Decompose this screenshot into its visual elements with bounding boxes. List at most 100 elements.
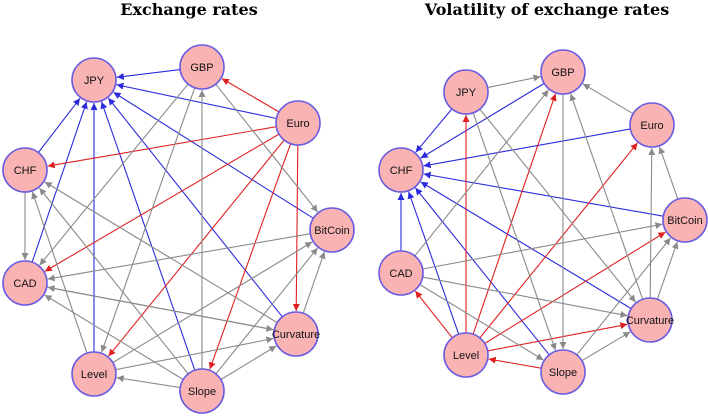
node-label: Euro [286,118,309,130]
node-gbp: GBP [540,49,586,95]
node-circle [179,44,225,90]
edge-slope-to-curvature [581,331,631,362]
node-bitcoin: BitCoin [309,207,355,253]
edge-slope-to-chf [414,187,550,356]
edge-curvature-to-gbp [569,93,644,300]
edge-level-to-bitcoin [112,241,313,364]
edge-level-to-curvature [115,336,274,371]
edge-slope-to-jpy [100,101,196,371]
edge-curvature-to-chf [420,181,632,310]
edge-chf-to-jpy [37,97,81,153]
node-label: JPY [456,87,477,99]
edge-level-to-bitcoin [484,231,666,344]
edge-slope-to-cad [44,294,184,380]
node-circle [71,351,117,397]
edge-slope-to-level [116,375,181,389]
node-chf: CHF [378,147,424,193]
edge-level-to-chf [31,191,88,354]
node-label: CAD [13,278,36,290]
edge-gbp-to-bitcoin [215,83,319,213]
edge-gbp-to-level [100,87,196,353]
edge-jpy-to-gbp [487,74,541,89]
node-circle [540,49,586,95]
edge-bitcoin-to-euro [658,146,679,200]
edge-cad-to-slope [419,284,544,361]
edge-slope-to-level [488,356,542,369]
node-bitcoin: BitCoin [662,197,708,243]
edge-layer [397,74,679,369]
edge-curvature-to-bitcoin [302,251,326,314]
edge-cad-to-bitcoin [422,222,663,270]
edge-jpy-to-slope [472,112,557,351]
node-circle [443,332,489,378]
node-label: Level [81,369,107,381]
edge-euro-to-cad [44,133,280,272]
node-jpy: JPY [71,57,117,103]
edge-euro-to-jpy [116,82,277,120]
node-circle [179,368,225,414]
node-label: Slope [188,386,216,398]
node-curvature: Curvature [626,297,674,343]
node-slope: Slope [540,349,586,395]
node-label: BitCoin [314,225,349,237]
edge-cad-to-curvature [422,276,628,318]
edge-euro-to-slope [208,143,292,370]
edge-gbp-to-cad [39,83,189,266]
edge-slope-to-bitcoin [215,247,319,375]
network-panel-exchange-rates: GBPJPYEuroCHFBitCoinCADCurvatureLevelSlo… [2,44,355,414]
edge-euro-to-level [108,139,285,357]
node-label: Curvature [626,315,674,327]
node-euro: Euro [629,102,675,148]
node-circle [378,250,424,296]
edge-bitcoin-to-jpy [113,91,314,219]
edge-bitcoin-to-cad [47,233,311,282]
node-label: Curvature [272,329,320,341]
node-jpy: JPY [443,69,489,115]
edge-level-to-chf [407,191,460,335]
node-cad: CAD [2,260,48,306]
node-level: Level [71,351,117,397]
node-circle [443,69,489,115]
node-circle [2,260,48,306]
edge-jpy-to-chf [415,108,453,153]
node-circle [309,207,355,253]
edge-gbp-to-jpy [116,69,181,80]
node-circle [71,57,117,103]
node-slope: Slope [179,368,225,414]
node-gbp: GBP [179,44,225,90]
node-label: GBP [551,67,574,79]
edge-euro-to-gbp [582,83,634,115]
edge-euro-to-chf [423,128,631,169]
edge-gbp-to-chf [420,82,545,159]
edge-level-to-curvature [487,322,628,352]
edge-level-to-gbp [472,93,557,335]
node-circle [662,197,708,243]
node-label: Slope [549,367,577,379]
edge-level-to-euro [479,142,638,339]
edge-euro-to-curvature [292,144,300,312]
edge-slope-to-bitcoin [576,237,672,356]
edge-curvature-to-chf [44,181,278,324]
node-circle [629,102,675,148]
node-label: Level [453,350,479,362]
panel-title-volatility: Volatility of exchange rates [424,0,669,19]
node-label: CHF [390,165,413,177]
edge-cad-to-curvature [46,286,274,332]
edge-bitcoin-to-chf [423,171,664,217]
node-circle [378,147,424,193]
edge-slope-to-curvature [220,345,277,381]
node-label: GBP [190,62,213,74]
node-euro: Euro [275,100,321,146]
node-circle [540,349,586,395]
edge-euro-to-chf [47,126,277,169]
edge-euro-to-gbp [221,78,280,113]
node-label: Euro [640,120,663,132]
node-cad: CAD [378,250,424,296]
edge-curvature-to-euro [648,147,656,299]
node-circle [627,297,673,343]
node-circle [275,100,321,146]
node-label: BitCoin [667,215,702,227]
